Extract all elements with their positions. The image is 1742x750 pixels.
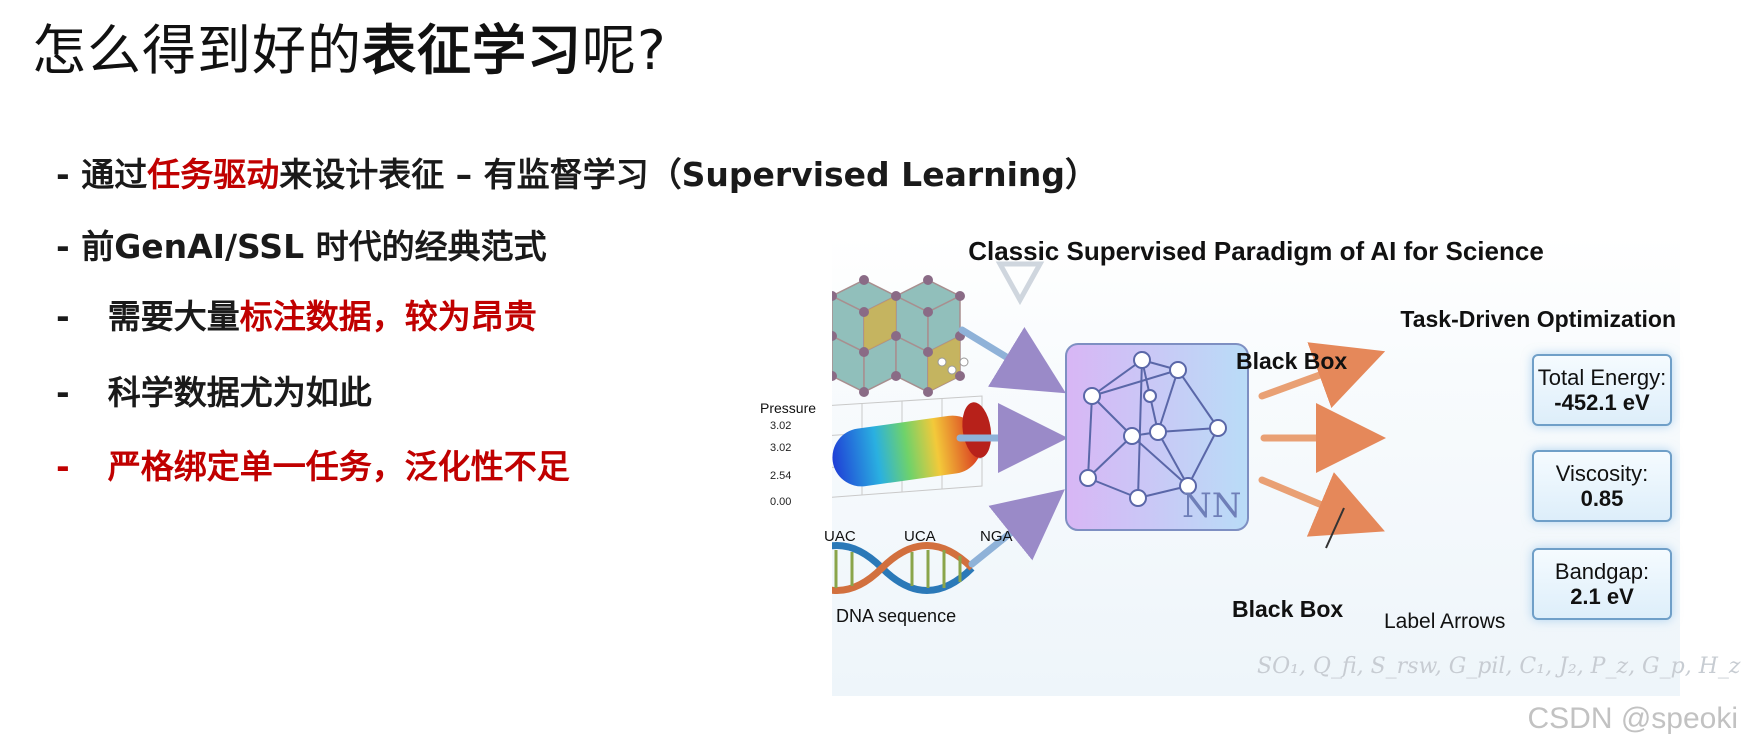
result-name: Viscosity: <box>1555 460 1649 486</box>
bullet-3: -需要大量标注数据，较为昂贵 <box>56 290 537 338</box>
result-total-energy: Total Energy: -452.1 eV <box>1532 354 1672 426</box>
bullet-2: - 前GenAI/SSL 时代的经典范式 <box>56 220 547 268</box>
bullet-dash: - <box>56 447 70 486</box>
title-suffix: 呢? <box>582 19 667 82</box>
result-bandgap: Bandgap: 2.1 eV <box>1532 548 1672 620</box>
black-box-label-top: Black Box <box>1236 348 1348 374</box>
crystal-structure-icon <box>832 275 969 397</box>
bullet-text: 科学数据尤为如此 <box>107 373 372 412</box>
neural-nodes <box>1079 351 1227 507</box>
bullet-dash: - <box>56 373 70 412</box>
bullet-text: 通过 <box>81 155 148 194</box>
pressure-tick: 0.00 <box>770 496 792 508</box>
bullet-dash: - <box>56 297 70 336</box>
black-box-label-bottom: Black Box <box>1232 596 1344 622</box>
bullet-text-highlight: 任务驱动 <box>147 155 280 194</box>
bullet-1: - 通过任务驱动来设计表征 – 有监督学习（Supervised Learnin… <box>56 148 1098 196</box>
bullet-dash: - <box>56 155 82 194</box>
triangle-icon <box>995 261 1045 306</box>
paradigm-figure: Classic Supervised Paradigm of AI for Sc… <box>760 236 1740 696</box>
result-value: 0.85 <box>1580 486 1624 511</box>
pressure-cylinder <box>832 402 992 487</box>
result-viscosity: Viscosity: 0.85 <box>1532 450 1672 522</box>
dna-codon-label: NGA <box>980 528 1013 545</box>
pressure-tick: 3.02 <box>770 420 792 432</box>
bullet-dash: - <box>56 227 82 266</box>
output-arrows <box>1258 342 1386 537</box>
pressure-label: Pressure <box>760 400 817 416</box>
page-title: 怎么得到好的表征学习呢? <box>32 6 667 85</box>
figure-illustration <box>832 261 1386 594</box>
input-arrows <box>956 326 1068 568</box>
dna-helix-icon <box>832 542 975 594</box>
figure-title: Classic Supervised Paradigm of AI for Sc… <box>968 236 1544 266</box>
title-emphasis: 表征学习 <box>362 19 582 82</box>
dna-caption: DNA sequence <box>836 606 957 626</box>
formula-watermark: SO₁, Q_fi, S_rsw, G_pil, C₁, J₂, P_z, G_… <box>1257 654 1741 679</box>
bullet-text: 来设计表征 – 有监督学习（Supervised Learning） <box>279 155 1099 194</box>
label-arrows-caption: Label Arrows <box>1384 610 1506 633</box>
bullet-text-highlight: 严格绑定单一任务，泛化性不足 <box>107 447 570 486</box>
pressure-tick: 3.02 <box>770 442 792 454</box>
bullet-text: 前GenAI/SSL 时代的经典范式 <box>81 227 547 266</box>
csdn-watermark: CSDN @speoki <box>1527 702 1738 735</box>
bullet-5: -严格绑定单一任务，泛化性不足 <box>56 440 570 488</box>
result-name: Bandgap: <box>1554 558 1650 584</box>
pressure-tick: 2.54 <box>770 470 792 482</box>
result-value: -452.1 eV <box>1554 390 1650 415</box>
figure-subtitle: Task-Driven Optimization <box>1400 306 1676 332</box>
bullet-text: 需要大量 <box>107 297 240 336</box>
dna-codon-label: UCA <box>904 528 936 545</box>
result-name: Total Energy: <box>1537 364 1667 390</box>
label-arrow-pointer <box>1325 507 1345 549</box>
bullet-4: -科学数据尤为如此 <box>56 366 372 414</box>
title-prefix: 怎么得到好的 <box>32 19 362 82</box>
bullet-text-highlight: 标注数据，较为昂贵 <box>239 297 537 336</box>
dna-codon-label: UAC <box>824 528 856 545</box>
result-value: 2.1 eV <box>1570 584 1634 609</box>
nn-mark: NN <box>1182 486 1242 526</box>
